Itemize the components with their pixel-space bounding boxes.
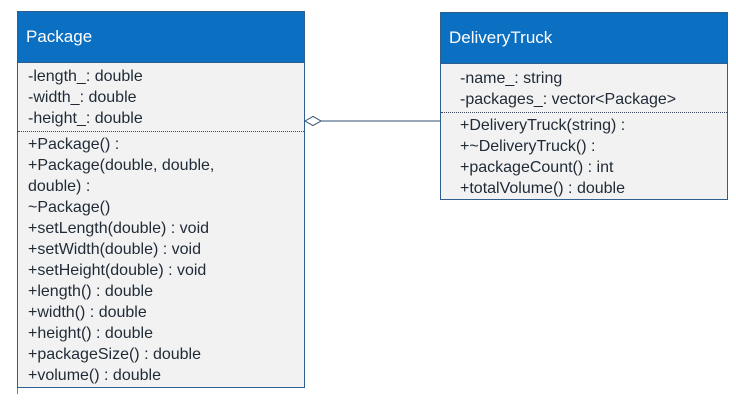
attribute: -packages_: vector<Package>	[460, 91, 677, 108]
section-divider	[441, 112, 727, 113]
package-class-box[interactable]: Package -length_: double -width_: double…	[17, 11, 305, 388]
operation: +setWidth(double) : void	[28, 241, 201, 258]
operation: +Package() :	[28, 136, 120, 153]
operation: +packageSize() : double	[28, 346, 201, 363]
operation: +totalVolume() : double	[460, 180, 625, 197]
attribute: -length_: double	[28, 68, 143, 85]
delivery-truck-operations: +DeliveryTruck(string) : +~DeliveryTruck…	[441, 115, 727, 199]
aggregation-diamond-icon	[303, 115, 323, 127]
attribute: -height_: double	[28, 110, 143, 127]
operation: +~DeliveryTruck() :	[460, 138, 596, 155]
package-attributes: -length_: double -width_: double -height…	[18, 63, 304, 129]
attribute: -name_: string	[460, 70, 563, 87]
operation: +setLength(double) : void	[28, 220, 210, 237]
operation: +length() : double	[28, 283, 153, 300]
delivery-truck-class-name: DeliveryTruck	[441, 13, 727, 64]
operation: +Package(double, double,	[28, 157, 215, 174]
delivery-truck-attributes: -name_: string -packages_: vector<Packag…	[441, 64, 727, 110]
attribute: -width_: double	[28, 89, 137, 106]
delivery-truck-class-box[interactable]: DeliveryTruck -name_: string -packages_:…	[440, 12, 728, 200]
operation: +packageCount() : int	[460, 159, 614, 176]
operation: +volume() : double	[28, 367, 161, 384]
operation: ~Package()	[28, 199, 111, 216]
package-operations: +Package() : +Package(double, double, do…	[18, 134, 304, 386]
package-class-name: Package	[18, 12, 304, 63]
operation: +setHeight(double) : void	[28, 262, 207, 279]
operation: +height() : double	[28, 325, 153, 342]
operation: double) :	[28, 178, 91, 195]
operation: +DeliveryTruck(string) :	[460, 117, 626, 134]
section-divider	[18, 131, 304, 132]
operation: +width() : double	[28, 304, 147, 321]
